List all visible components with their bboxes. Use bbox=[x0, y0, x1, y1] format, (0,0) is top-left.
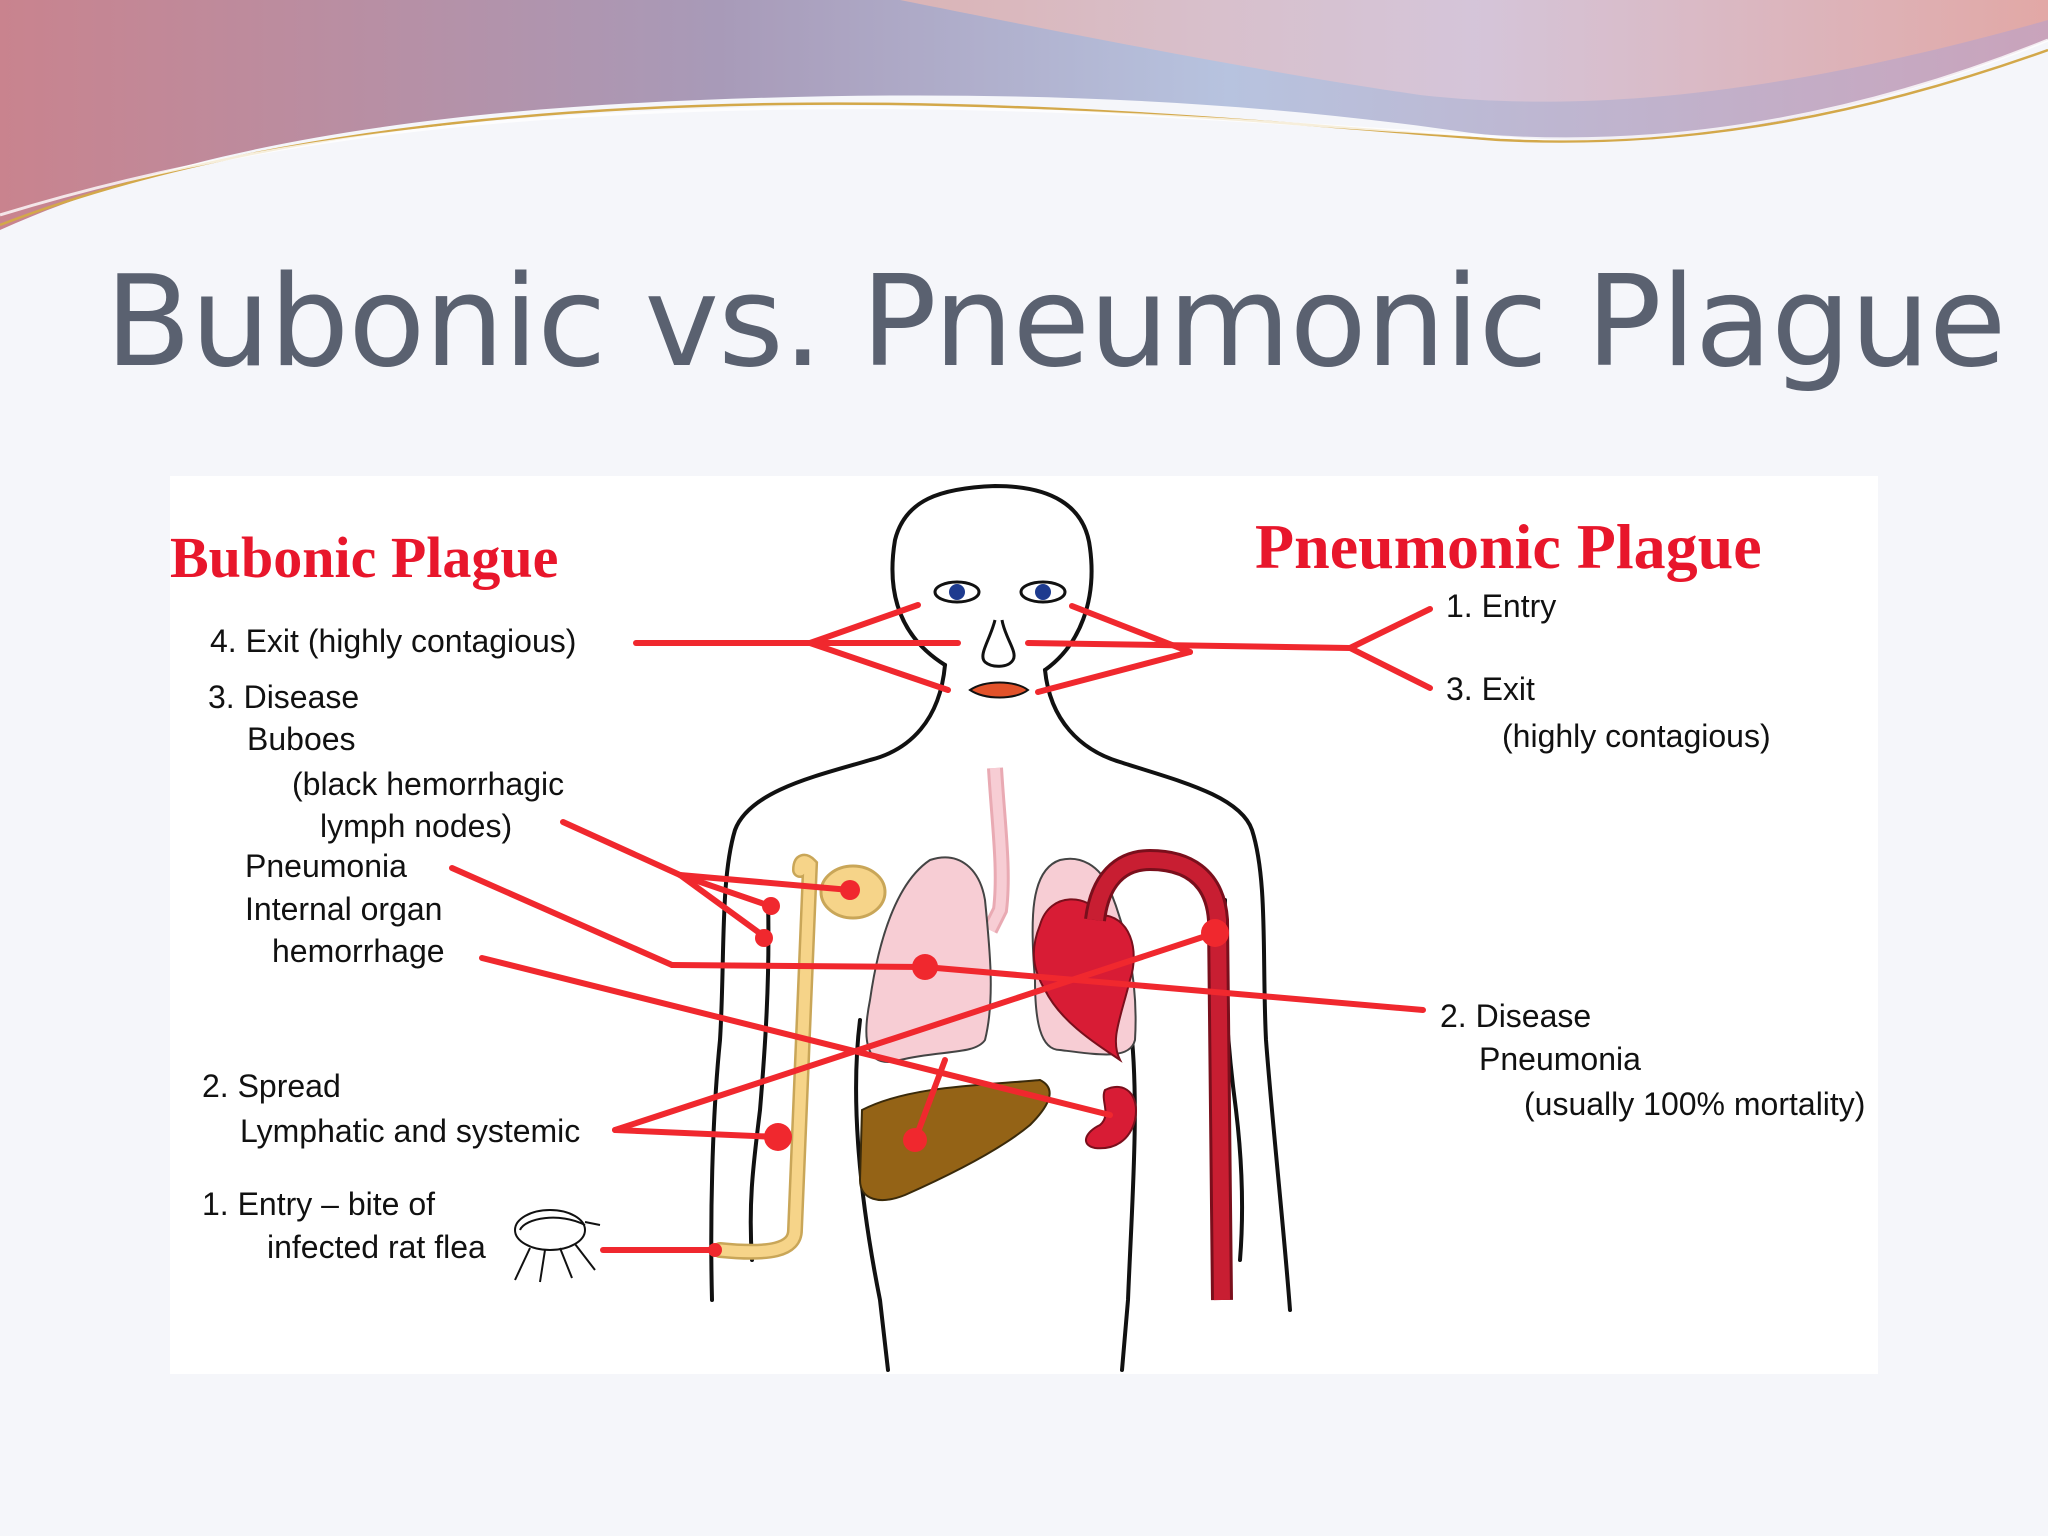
bubonic-hemorrhage-label: hemorrhage bbox=[272, 933, 445, 969]
bubonic-disease-label: 3. Disease bbox=[208, 679, 359, 715]
leader-lines bbox=[449, 602, 1433, 1257]
slide-title: Bubonic vs. Pneumonic Plague bbox=[105, 248, 2006, 395]
bubonic-spread-desc: Lymphatic and systemic bbox=[240, 1113, 580, 1149]
pneumonic-entry-label: 1. Entry bbox=[1446, 588, 1556, 624]
pneumonic-disease-label: 2. Disease bbox=[1440, 998, 1591, 1034]
pneumonic-mortality-label: (usually 100% mortality) bbox=[1524, 1086, 1865, 1122]
organs bbox=[712, 767, 1233, 1301]
bubonic-exit-label: 4. Exit (highly contagious) bbox=[210, 623, 576, 659]
bubonic-entry-label: 1. Entry – bite of bbox=[202, 1186, 435, 1222]
flea-icon bbox=[514, 1209, 601, 1283]
pneumonic-exit-desc: (highly contagious) bbox=[1502, 718, 1771, 754]
bubonic-heading: Bubonic Plague bbox=[170, 525, 558, 590]
bubonic-internal-organ-label: Internal organ bbox=[245, 891, 442, 927]
diagram-background bbox=[170, 476, 1878, 1374]
header-banner bbox=[0, 0, 2048, 230]
bubonic-buboes-label: Buboes bbox=[247, 721, 356, 757]
bubonic-buboes-desc-2: lymph nodes) bbox=[320, 808, 512, 844]
bubonic-entry-desc: infected rat flea bbox=[267, 1229, 486, 1265]
bubonic-spread-label: 2. Spread bbox=[202, 1068, 341, 1104]
pneumonic-disease-name: Pneumonia bbox=[1479, 1041, 1641, 1077]
pneumonic-heading: Pneumonic Plague bbox=[1255, 511, 1762, 582]
bubonic-pneumonia-label: Pneumonia bbox=[245, 848, 407, 884]
bubonic-buboes-desc-1: (black hemorrhagic bbox=[292, 766, 564, 802]
pneumonic-exit-label: 3. Exit bbox=[1446, 671, 1535, 707]
face bbox=[933, 580, 1067, 699]
